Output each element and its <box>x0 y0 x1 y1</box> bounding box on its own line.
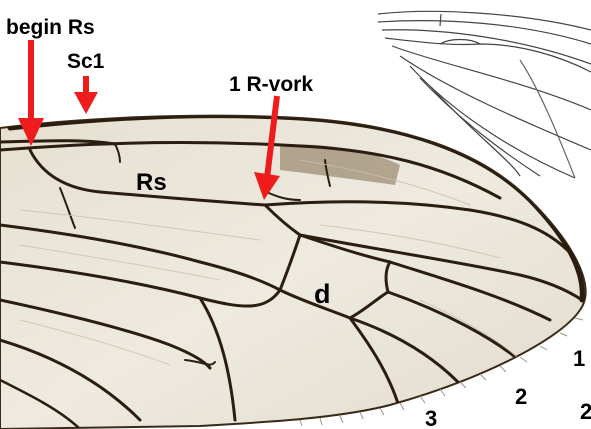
arrow-sc1 <box>74 76 98 114</box>
label-vein-1: 1 <box>573 346 585 371</box>
label-vein-3: 3 <box>425 406 437 429</box>
label-vein-2: 2 <box>515 384 527 409</box>
label-sc1: Sc1 <box>67 50 105 73</box>
label-r-fork: 1 R-vork <box>229 73 313 96</box>
label-vein-2-edge: 2 <box>580 399 591 424</box>
label-rs: Rs <box>136 169 167 196</box>
label-d: d <box>314 279 331 309</box>
label-begin-rs: begin Rs <box>6 16 95 39</box>
